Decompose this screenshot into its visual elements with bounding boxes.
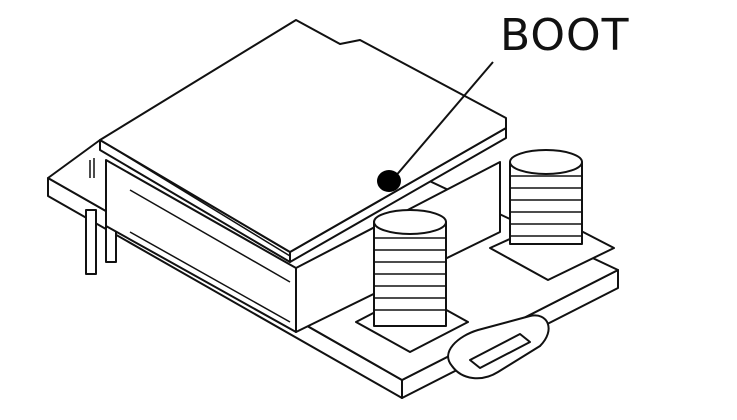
standoff-screw-front <box>355 209 469 353</box>
boot-button <box>377 170 401 192</box>
usb-connector <box>447 314 550 380</box>
boot-callout-label: BOOT <box>500 10 630 61</box>
callout-leader-line <box>393 61 494 179</box>
standoff-screw-rear <box>489 149 615 281</box>
module-shield-lid <box>99 19 507 263</box>
